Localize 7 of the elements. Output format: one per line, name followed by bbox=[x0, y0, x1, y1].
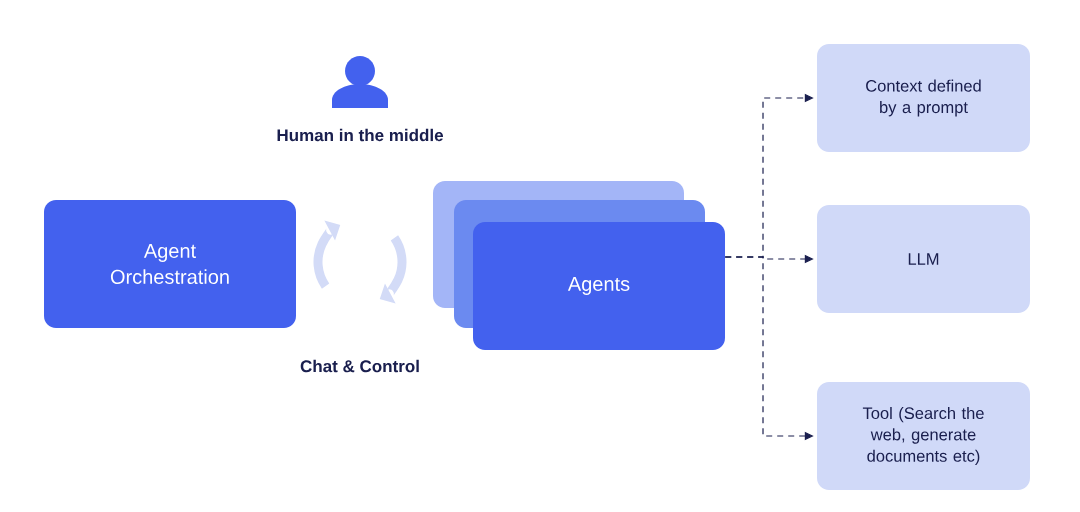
heading: Human in the middle bbox=[277, 128, 443, 142]
heading: Chat & Control bbox=[300, 359, 419, 373]
component-box: Tool (Search the web, generate documents etc) bbox=[817, 382, 1030, 490]
agent-box: Agent Orchestration bbox=[44, 200, 296, 328]
component-box: LLM bbox=[817, 205, 1030, 313]
component-box: Context defined by a prompt bbox=[817, 44, 1030, 152]
agent-box: Agents bbox=[473, 222, 725, 350]
